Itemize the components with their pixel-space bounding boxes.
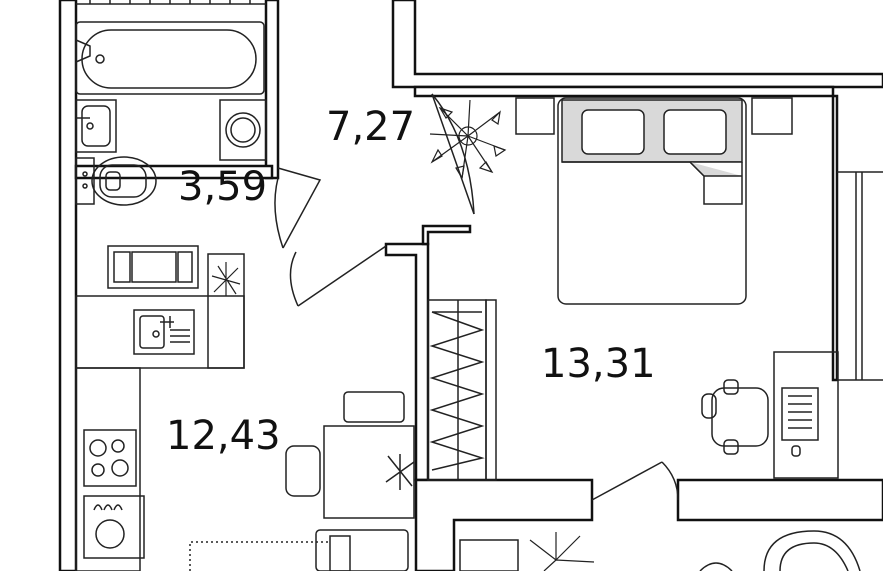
desk-chair [701, 379, 769, 455]
lower-room-furniture [459, 530, 861, 571]
room-area-kitchen-living: 12,43 [166, 413, 281, 459]
faucet-icon [75, 39, 91, 63]
hall-kitchen-partition [384, 242, 430, 482]
kitchen-counter [75, 253, 245, 571]
sofa-hint [189, 541, 330, 571]
top-closet-outline [391, 0, 883, 89]
room-area-bedroom: 13,31 [541, 341, 656, 387]
bathtub [75, 21, 265, 95]
bathroom-door [274, 167, 322, 249]
walls [58, 0, 883, 571]
nightstands [515, 97, 793, 135]
kitchen-sink [133, 309, 195, 355]
washing-machine [219, 99, 267, 161]
area-labels: 3,59 7,27 12,43 13,31 [166, 104, 656, 459]
bedroom-bottom-wall-left [414, 478, 594, 571]
plant-kitchen [211, 262, 241, 296]
kitchen-shelf [107, 245, 199, 289]
room-area-hallway: 7,27 [326, 104, 415, 150]
armchair-bottom [315, 529, 409, 571]
bedroom-top-wall [413, 85, 835, 98]
toilet [75, 156, 157, 206]
sink-bathroom [75, 99, 117, 153]
plant-bottom [529, 532, 595, 571]
bed [557, 97, 747, 305]
bedroom-bottom-wall-right [676, 478, 883, 522]
partition-bathroom-right [264, 0, 280, 180]
window-right [837, 171, 883, 381]
wardrobe [427, 299, 497, 481]
entrance-door [431, 93, 475, 215]
dining-table [285, 391, 415, 519]
desk [773, 351, 839, 479]
exterior-wall-left [58, 0, 78, 571]
bedroom-door [591, 461, 679, 501]
hob [83, 429, 137, 487]
oven [83, 495, 145, 559]
room-area-bathroom: 3,59 [178, 164, 267, 210]
hall-bedroom-stub [421, 224, 472, 246]
top-radiator [76, 0, 266, 5]
bedroom-right-wall [831, 94, 839, 382]
plant-hallway [429, 99, 507, 180]
kitchen-door [289, 245, 387, 307]
